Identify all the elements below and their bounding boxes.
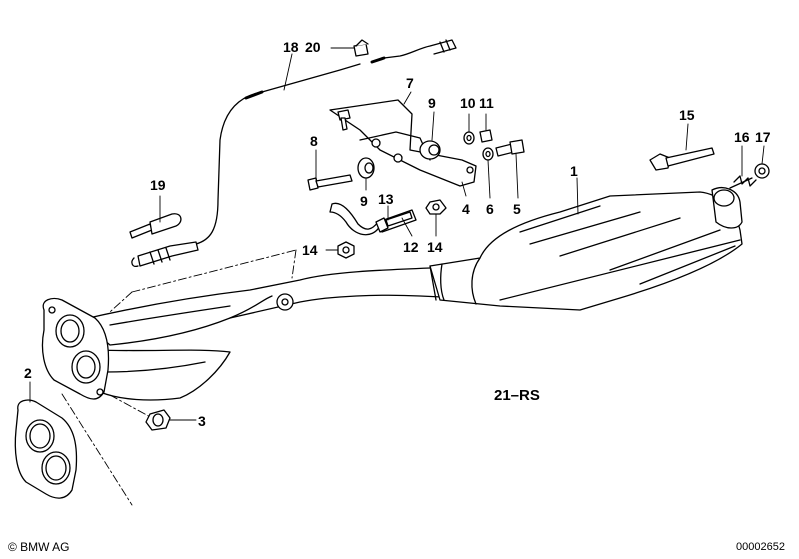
callout-10: 10 [460, 95, 476, 111]
rubber-mount-9a [419, 140, 441, 160]
callout-14-left: 14 [302, 242, 318, 258]
bracket-7 [329, 99, 477, 187]
nut-14a [337, 241, 355, 259]
callout-2: 2 [24, 365, 32, 381]
drawing-number: 00002652 [736, 541, 785, 553]
nut-14b [425, 199, 447, 215]
gasket [14, 399, 78, 499]
callout-13: 13 [378, 191, 394, 207]
nut-17 [754, 163, 770, 179]
front-pipe [79, 267, 443, 401]
callout-17: 17 [755, 129, 771, 145]
callout-9-lower: 9 [360, 193, 368, 209]
bracket-bolt [337, 109, 351, 131]
rubber-mount-9b [357, 157, 375, 179]
callout-8: 8 [310, 133, 318, 149]
pipe-flange [41, 297, 110, 400]
callout-18: 18 [283, 39, 299, 55]
oxygen-sensor [131, 241, 199, 268]
bolt-13 [375, 211, 413, 233]
sensor-plug-19 [129, 213, 182, 239]
callout-19: 19 [150, 177, 166, 193]
callout-12: 12 [403, 239, 419, 255]
callout-7: 7 [406, 75, 414, 91]
callout-15: 15 [679, 107, 695, 123]
callout-1: 1 [570, 163, 578, 179]
bolt-8 [307, 174, 353, 191]
callout-6: 6 [486, 201, 494, 217]
sensor-cable [195, 39, 457, 245]
callout-5: 5 [513, 201, 521, 217]
callout-11: 11 [479, 95, 494, 111]
callout-3: 3 [198, 413, 206, 429]
bolt-5 [495, 139, 525, 157]
reference-lines [61, 249, 297, 506]
nut-3 [145, 409, 171, 431]
callout-14-right: 14 [427, 239, 443, 255]
copyright-text: © BMW AG [8, 540, 70, 554]
clip-20 [353, 39, 369, 57]
spring-16 [729, 175, 757, 189]
bolt-15 [649, 147, 715, 171]
catalytic-converter [429, 187, 743, 311]
callout-9-upper: 9 [428, 95, 436, 111]
variant-label: 21–RS [494, 387, 540, 404]
callout-20: 20 [305, 39, 321, 55]
callout-4: 4 [462, 201, 470, 217]
callout-16: 16 [734, 129, 750, 145]
washers [463, 129, 494, 161]
leader-lines [29, 47, 765, 421]
